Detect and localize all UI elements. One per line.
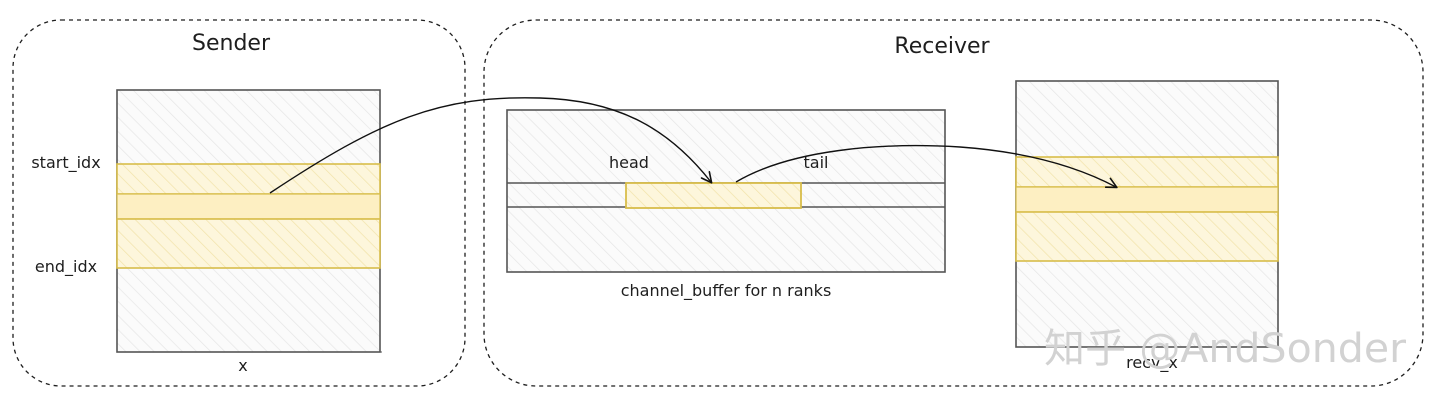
sender-title: Sender — [192, 31, 271, 56]
end-idx-label: end_idx — [35, 257, 97, 277]
recv-range-lower — [1015, 211, 1279, 262]
recv-range-middle — [1015, 186, 1279, 213]
sender-group: Sender start_idx end_idx x — [12, 19, 466, 387]
arrow-sender-to-channel — [269, 97, 713, 194]
receiver-container — [483, 19, 1424, 387]
head-label: head — [609, 153, 649, 172]
channel-buffer-label: channel_buffer for n ranks — [621, 281, 832, 301]
receiver-title: Receiver — [894, 34, 990, 59]
sender-range-lower — [116, 218, 381, 269]
sender-range-upper — [116, 163, 381, 195]
sender-container — [12, 19, 466, 387]
arrow-channel-to-recv — [735, 144, 1118, 189]
recv-x-label: recv_x — [1126, 353, 1178, 373]
buffer-x-label: x — [238, 356, 247, 375]
sender-range-middle — [116, 193, 381, 220]
tail-label: tail — [804, 153, 829, 172]
recv-range-upper — [1015, 156, 1279, 188]
receiver-group: Receiver head tail channel_buffer for n … — [483, 19, 1424, 387]
channel-slot — [625, 182, 802, 209]
watermark: 知乎 @AndSonder — [1044, 326, 1407, 372]
start-idx-label: start_idx — [31, 153, 100, 173]
